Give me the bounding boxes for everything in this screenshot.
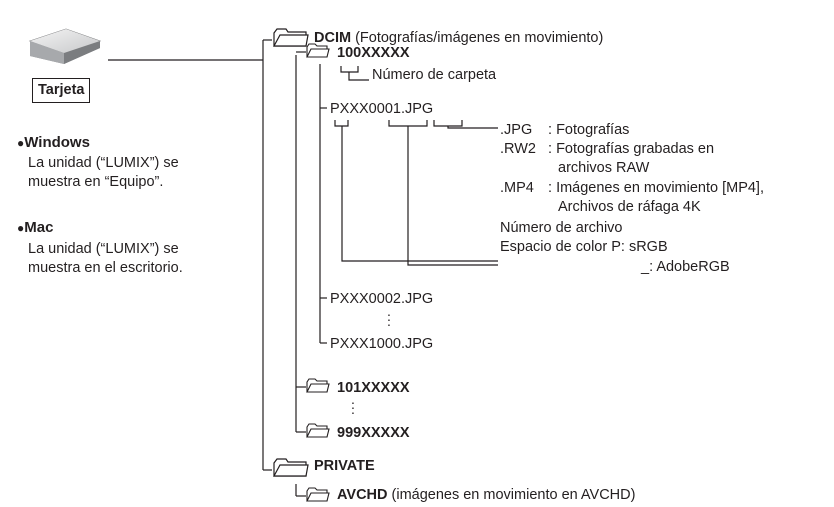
sd-card-icon [28, 28, 102, 64]
windows-heading: ●Windows [17, 134, 90, 151]
color-space-leader [341, 126, 498, 262]
file-second: PXXX0002.JPG [330, 291, 434, 307]
folder-100-icon [306, 43, 330, 58]
dcim-label: DCIM (Fotografías/imágenes en movimiento… [314, 30, 604, 46]
bullet-icon: ● [17, 221, 25, 235]
private-folder-icon [272, 458, 309, 477]
mac-heading: ●Mac [17, 219, 54, 236]
color-space-label: Espacio de color P: sRGB [500, 239, 668, 255]
private-label: PRIVATE [314, 458, 375, 474]
ext-mp4-desc-2: Archivos de ráfaga 4K [558, 199, 701, 215]
folder-100-label: 100XXXXX [337, 45, 410, 61]
file-number-label: Número de archivo [500, 220, 623, 236]
ext-jpg-desc: : Fotografías [548, 122, 630, 138]
ext-mp4-desc: : Imágenes en movimiento [MP4], [548, 180, 764, 196]
ext-rw2: .RW2 [500, 141, 536, 157]
ext-rw2-desc-2: archivos RAW [558, 160, 650, 176]
avchd-folder-icon [306, 487, 330, 502]
color-space-alt: _: AdobeRGB [641, 259, 730, 275]
mac-desc-line2: muestra en el escritorio. [28, 260, 183, 276]
ext-mp4: .MP4 [500, 180, 534, 196]
card-label: Tarjeta [32, 78, 91, 103]
folder-101-label: 101XXXXX [337, 380, 410, 396]
file-last: PXXX1000.JPG [330, 336, 434, 352]
ext-rw2-desc: : Fotografías grabadas en [548, 141, 715, 157]
folder-999-icon [306, 423, 330, 438]
windows-desc-line1: La unidad (“LUMIX”) se [28, 155, 179, 171]
files-ellipsis: ··· [386, 306, 392, 332]
folder-number-label: Número de carpeta [372, 67, 497, 83]
file-first: PXXX0001.JPG [330, 101, 434, 117]
dcim-folder-icon [272, 28, 309, 47]
windows-desc-line2: muestra en “Equipo”. [28, 174, 164, 190]
folder-101-icon [306, 378, 330, 393]
folders-ellipsis: ··· [350, 394, 356, 420]
ext-jpg: .JPG [500, 122, 533, 138]
avchd-label: AVCHD (imágenes en movimiento en AVCHD) [337, 487, 636, 503]
folder-999-label: 999XXXXX [337, 425, 410, 441]
mac-desc-line1: La unidad (“LUMIX”) se [28, 241, 179, 257]
bullet-icon: ● [17, 136, 25, 150]
